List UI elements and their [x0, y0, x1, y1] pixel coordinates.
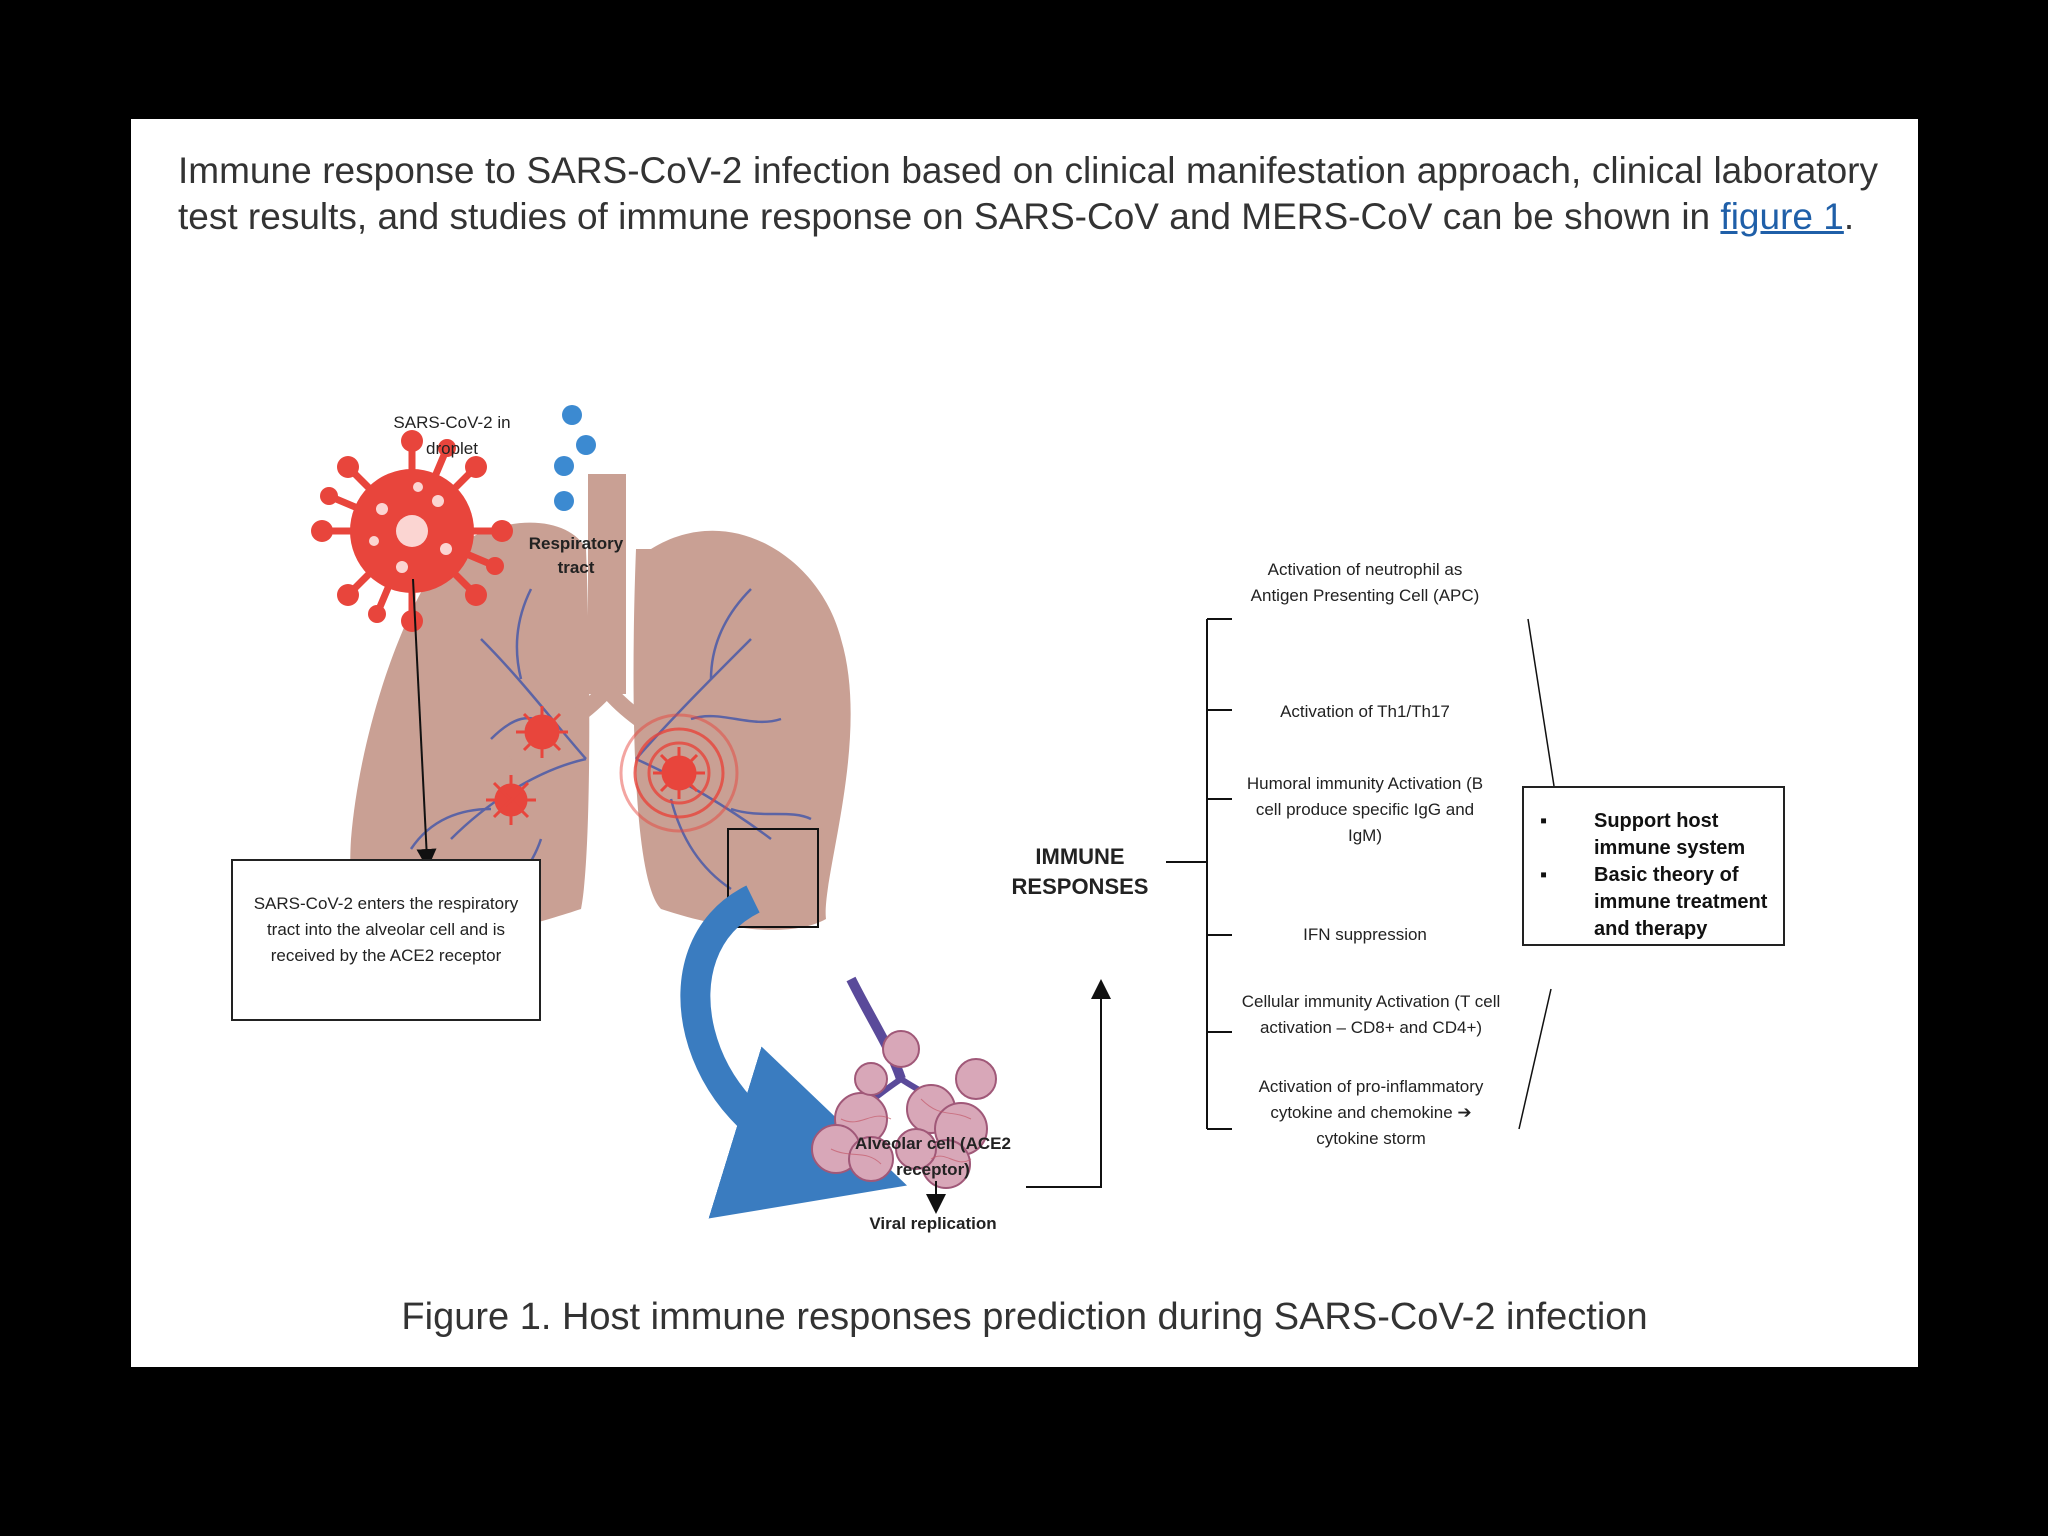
virus-entry-text: SARS-CoV-2 enters the respiratory tract …	[253, 894, 519, 965]
intro-text: Immune response to SARS-CoV-2 infection …	[178, 150, 1878, 237]
outcome-item: ▪Basic theory of immune treatment and th…	[1540, 864, 1768, 940]
curved-arrow	[680, 885, 907, 1219]
outcome-list: ▪Support host immune system ▪Basic theor…	[1524, 808, 1783, 943]
immune-response-diagram	[311, 405, 1555, 1219]
outcome-item: ▪Support host immune system	[1540, 810, 1746, 859]
alveolar-cell-label: Alveolar cell (ACE2 receptor)	[855, 1134, 1011, 1179]
alveolar-to-immune-connector	[1026, 979, 1111, 1188]
right-lung	[633, 530, 851, 930]
response-cellular: Cellular immunity Activation (T cell act…	[1241, 992, 1501, 1037]
outcome-box: ▪Support host immune system ▪Basic theor…	[1522, 786, 1785, 946]
figure-caption: Figure 1. Host immune responses predicti…	[401, 1296, 1648, 1338]
response-cytokine: Activation of pro-inflammatory cytokine …	[1258, 1077, 1484, 1148]
response-th1-th17: Activation of Th1/Th17	[1280, 702, 1450, 721]
responses-bracket	[1166, 618, 1232, 1130]
lung-inset-box	[727, 828, 819, 928]
virus-entry-box: SARS-CoV-2 enters the respiratory tract …	[231, 859, 541, 1021]
figure-link[interactable]: figure 1	[1720, 196, 1844, 237]
intro-paragraph: Immune response to SARS-CoV-2 infection …	[178, 148, 1878, 240]
response-ifn: IFN suppression	[1303, 925, 1427, 944]
response-neutrophil: Activation of neutrophil as Antigen Pres…	[1250, 560, 1480, 605]
intro-end: .	[1843, 196, 1855, 237]
viral-replication-label: Viral replication	[869, 1214, 997, 1233]
virus-small-icons	[486, 706, 705, 825]
outcome-connectors	[1518, 618, 1555, 1130]
droplet-label: SARS-CoV-2 in droplet	[393, 413, 511, 458]
virus-large-icon	[311, 430, 513, 632]
virus-to-box-arrow	[412, 578, 437, 869]
droplets	[554, 405, 596, 511]
figure-panel: Immune response to SARS-CoV-2 infection …	[131, 119, 1918, 1367]
immune-responses-label: IMMUNE RESPONSES	[1011, 844, 1149, 899]
trachea	[588, 474, 626, 694]
alveoli-illustration	[811, 976, 997, 1189]
response-humoral: Humoral immunity Activation (B cell prod…	[1246, 774, 1484, 845]
respiratory-tract-label: Respiratory tract	[528, 534, 624, 577]
infection-rings-icon	[619, 713, 739, 833]
